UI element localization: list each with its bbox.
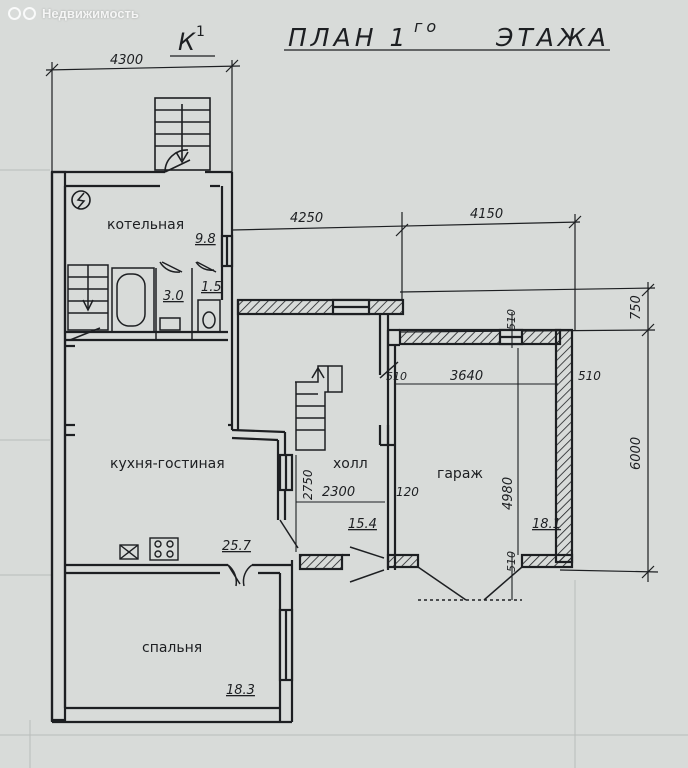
bathroom-fixtures xyxy=(111,261,221,340)
room-label-boiler: котельная xyxy=(107,217,184,233)
room-area-kitchen: 25.7 xyxy=(222,539,252,554)
watermark-text: Недвижимость xyxy=(42,6,139,21)
dim-label-4250: 4250 xyxy=(290,211,323,226)
dim-label-3640: 3640 xyxy=(450,369,483,384)
dim-label-510-right: 510 xyxy=(578,369,601,383)
plan-title: ПЛАН 1 xyxy=(288,23,409,52)
boiler-symbol xyxy=(71,190,91,210)
dim-label-2300: 2300 xyxy=(322,485,355,500)
dim-label-750: 750 xyxy=(629,295,644,320)
dim-label-4300: 4300 xyxy=(110,53,143,68)
plan-title-superscript: го xyxy=(414,17,440,36)
kitchen-stove-icon xyxy=(119,537,179,561)
room-label-hall: холл xyxy=(333,456,368,472)
hall-staircase xyxy=(295,365,343,451)
room-area-wc: 1.5 xyxy=(201,280,222,295)
watermark-logo-icon xyxy=(8,7,36,20)
dim-right-vertical xyxy=(399,282,659,582)
room-label-bedroom: спальня xyxy=(142,640,202,656)
dim-label-4150: 4150 xyxy=(470,207,503,222)
section-mark-number: 1 xyxy=(196,24,205,40)
dim-label-6000: 6000 xyxy=(629,437,644,470)
room-area-bedroom: 18.3 xyxy=(226,683,255,698)
walls xyxy=(50,170,574,724)
room-area-bathroom: 3.0 xyxy=(163,289,184,304)
dim-4250-4150 xyxy=(231,212,582,330)
dim-label-2750: 2750 xyxy=(301,469,315,500)
dim-label-510-bottom: 510 xyxy=(505,551,518,572)
room-area-garage: 18.1 xyxy=(532,517,561,532)
room-label-kitchen: кухня-гостиная xyxy=(110,456,225,472)
doors xyxy=(69,327,523,601)
boiler-stairs xyxy=(67,264,109,331)
garage-dimension-lines xyxy=(295,312,558,600)
section-mark: К xyxy=(178,28,196,56)
entrance-stairs xyxy=(154,97,211,173)
room-area-boiler: 9.8 xyxy=(195,232,216,247)
dim-4300 xyxy=(45,59,241,175)
dim-label-510-top: 510 xyxy=(505,309,518,330)
paper-grid-lines xyxy=(0,169,688,768)
room-area-hall: 15.4 xyxy=(348,517,377,532)
dim-label-120: 120 xyxy=(396,485,419,499)
dim-label-510-left: 510 xyxy=(386,370,407,383)
watermark: Недвижимость xyxy=(8,6,139,21)
dim-label-4980: 4980 xyxy=(501,477,516,510)
plan-title-end: ЭТАЖА xyxy=(495,23,610,52)
room-label-garage: гараж xyxy=(437,466,483,482)
